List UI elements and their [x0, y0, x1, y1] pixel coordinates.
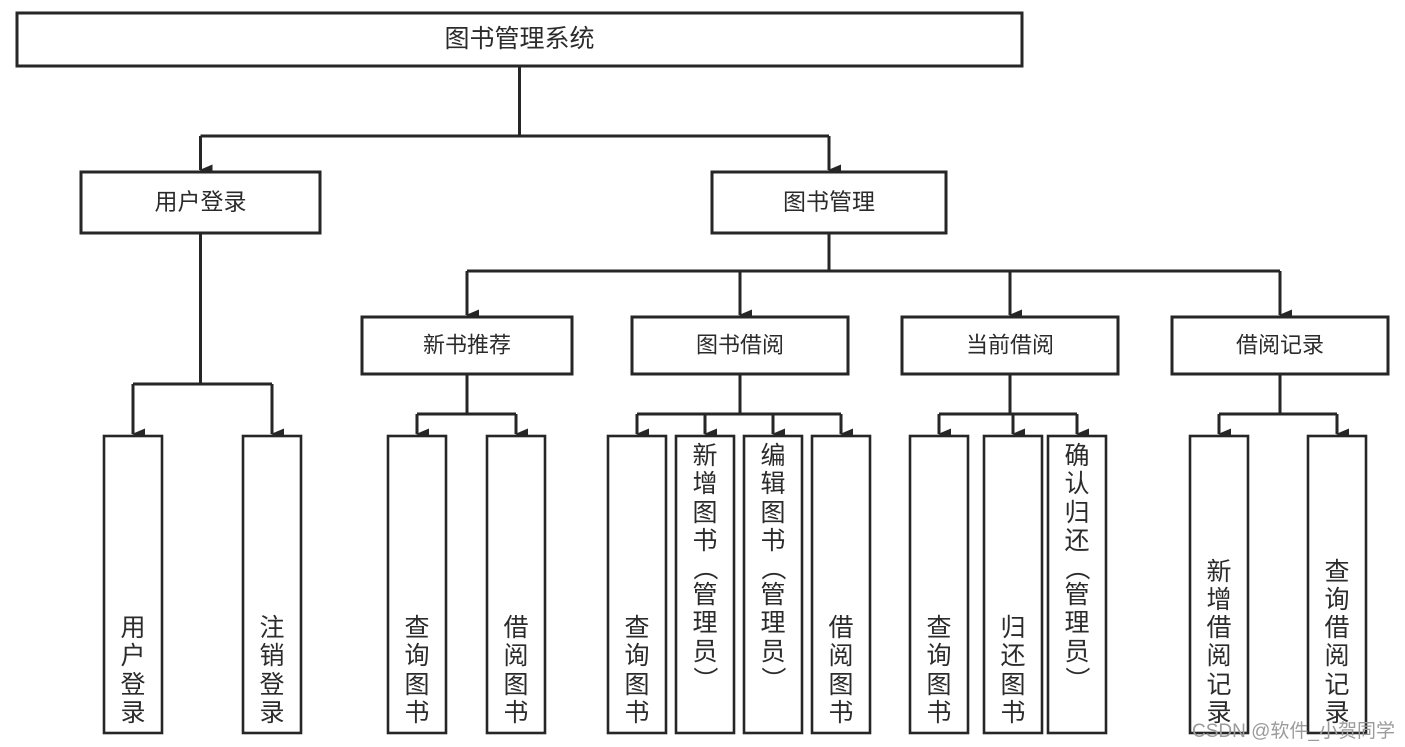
node-label: 图书借阅	[696, 332, 784, 357]
leaf-node-leaf-query-book-rec[interactable]	[386, 434, 448, 735]
root-node-label: 图书管理系统	[444, 25, 594, 53]
leaf-node-leaf-add-book[interactable]	[674, 434, 736, 735]
leaf-node-leaf-borrow-book-rec[interactable]	[485, 434, 547, 735]
node-new-book-rec[interactable]: 新书推荐	[360, 315, 574, 376]
leaf-node-leaf-return-book[interactable]	[982, 434, 1044, 735]
node-loan-record[interactable]: 借阅记录	[1170, 315, 1390, 376]
connector-layer	[131, 66, 1349, 440]
leaf-node-leaf-query-book-borrow[interactable]	[606, 434, 668, 735]
node-label: 当前借阅	[966, 332, 1054, 357]
root-node-undefined[interactable]: 图书管理系统	[15, 11, 1024, 68]
leaf-node-leaf-logout[interactable]	[241, 434, 303, 735]
node-book-borrow[interactable]: 图书借阅	[630, 315, 850, 376]
leaf-node-leaf-confirm-return[interactable]	[1046, 434, 1108, 735]
node-label: 图书管理	[783, 189, 875, 215]
leaf-node-leaf-user-login[interactable]	[102, 434, 164, 735]
node-book-manage[interactable]: 图书管理	[710, 170, 948, 235]
leaf-node-leaf-borrow-book[interactable]	[810, 434, 872, 735]
leaf-node-leaf-edit-book[interactable]	[742, 434, 804, 735]
node-label: 借阅记录	[1236, 332, 1324, 357]
node-user-login[interactable]: 用户登录	[79, 170, 322, 235]
node-label: 新书推荐	[423, 332, 511, 357]
leaf-node-leaf-query-record[interactable]	[1306, 434, 1368, 735]
node-current-loan[interactable]: 当前借阅	[900, 315, 1120, 376]
node-label: 用户登录	[155, 189, 247, 215]
leaf-node-leaf-add-record[interactable]	[1188, 434, 1250, 735]
leaf-node-leaf-query-book-cur[interactable]	[908, 434, 970, 735]
